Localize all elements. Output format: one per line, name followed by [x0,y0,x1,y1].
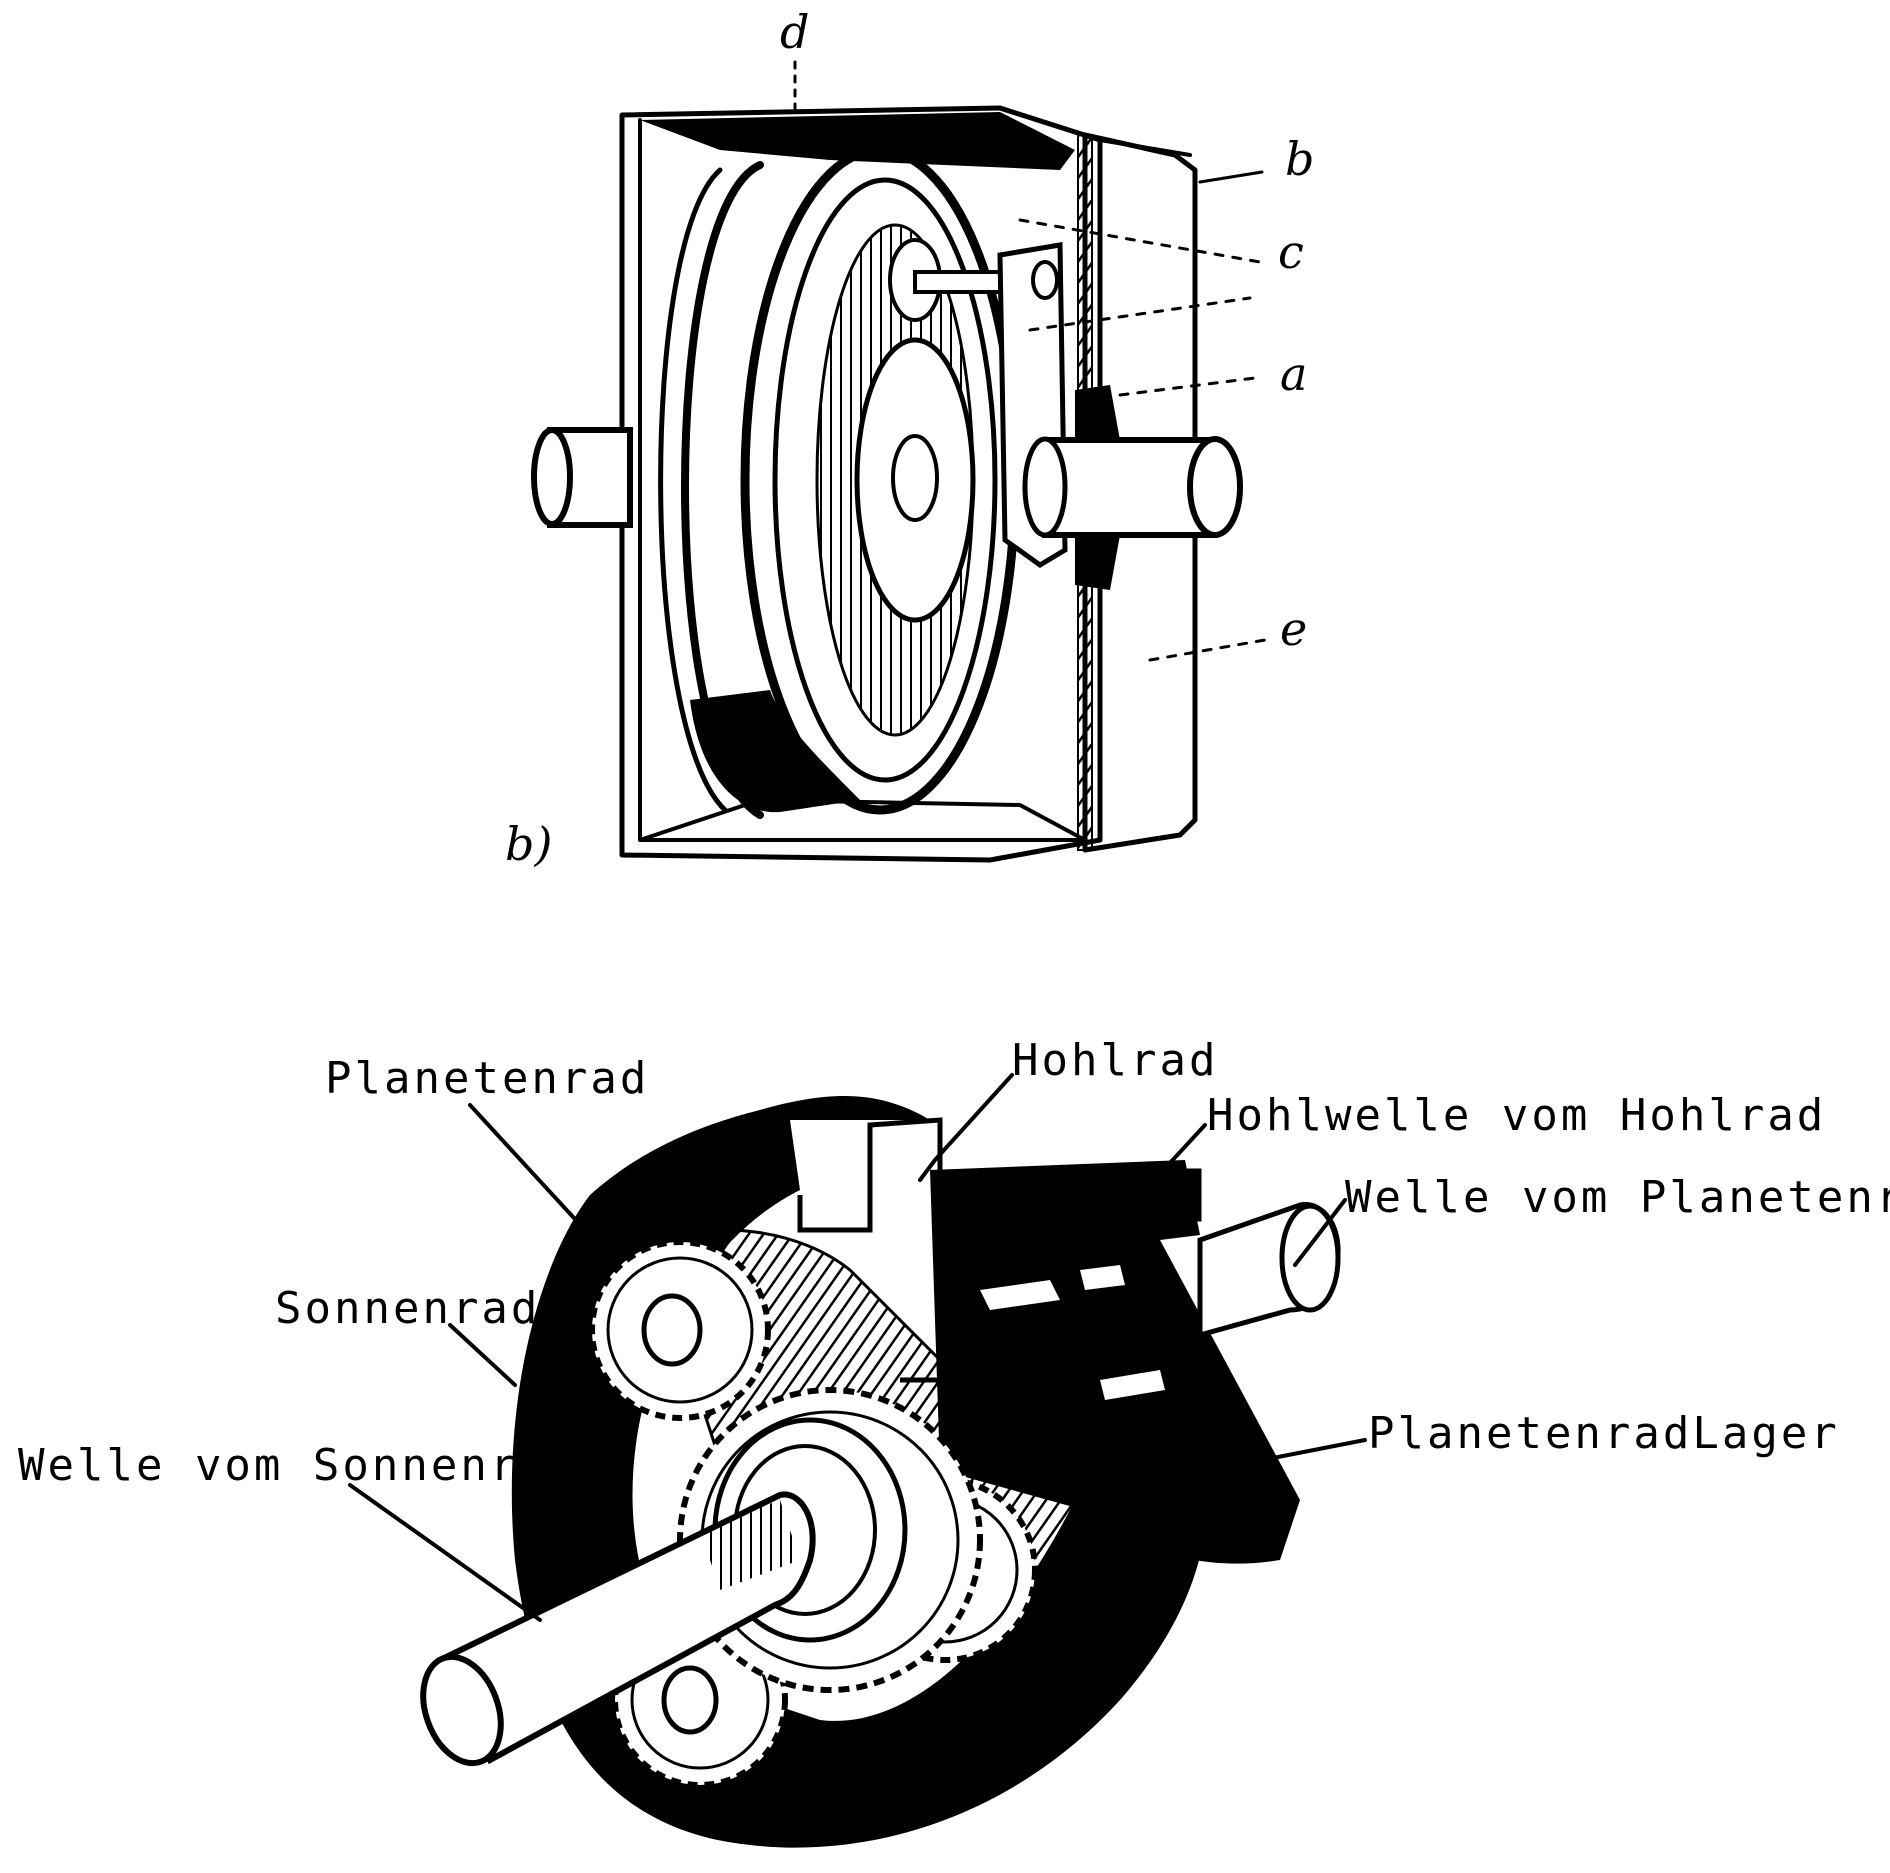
input-shaft [531,427,633,528]
figure-caption: b) [505,817,552,871]
label-welle-planetenrad: Welle vom Planetenrad [1345,1172,1890,1223]
sun-shaft [420,1491,816,1767]
bottom-leader-lines [348,1073,1367,1622]
label-planetenrad-lager: PlanetenradLager [1368,1408,1840,1459]
label-planetenrad: Planetenrad [325,1053,649,1104]
label-sonnenrad: Sonnenrad [275,1283,540,1334]
label-welle-sonnenrad: Welle vom Sonnenrad [18,1440,578,1491]
label-a: a [1280,347,1307,401]
label-d: d [780,5,809,59]
output-shaft [1022,385,1243,590]
label-hohlrad: Hohlrad [1012,1035,1218,1086]
planet-carrier-shaft [1197,1202,1341,1339]
sun-gear [854,337,976,623]
top-leader-lines [793,60,1267,662]
label-b: b [1285,132,1314,186]
planet-gear-top [589,1239,771,1421]
outer-drum [658,161,860,819]
top-gearbox-drawing: d b c a e b) [505,5,1314,871]
bottom-gearbox-drawing: Planetenrad Sonnenrad Welle vom Sonnenra… [18,1035,1890,1848]
label-hohlwelle: Hohlwelle vom Hohlrad [1207,1090,1826,1141]
label-e: e [1280,602,1307,656]
label-c: c [1278,225,1304,279]
housing [619,105,1198,863]
